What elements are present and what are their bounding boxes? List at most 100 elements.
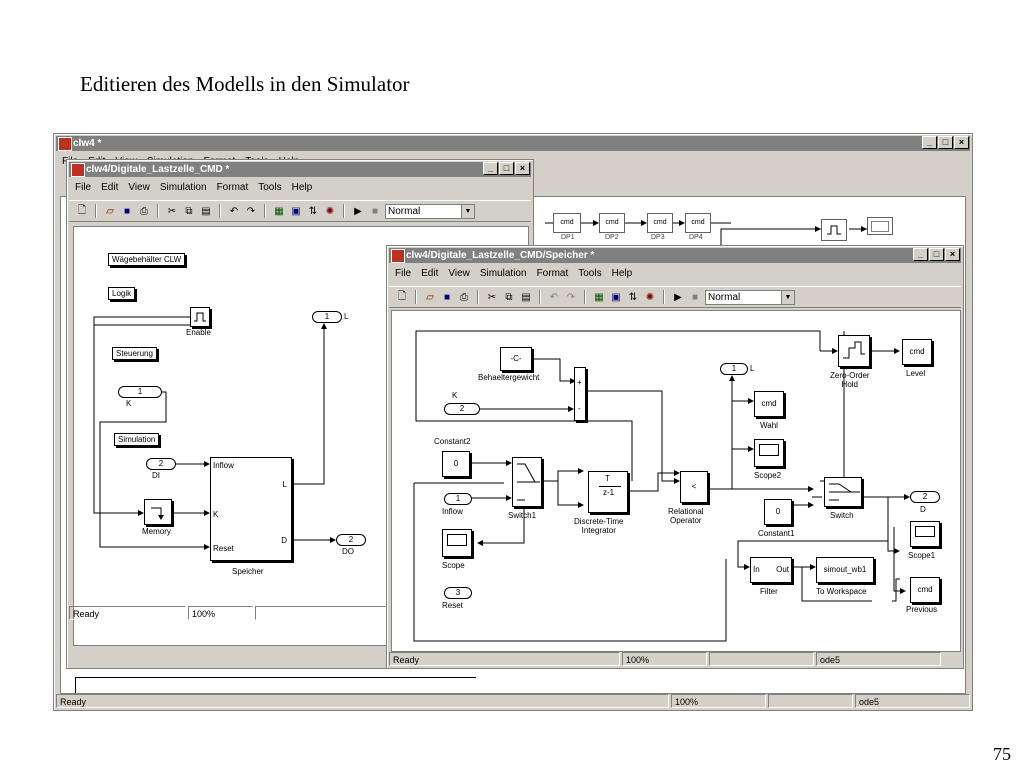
dp4-block[interactable]: cmd xyxy=(685,213,711,233)
menu-file[interactable]: File xyxy=(75,182,92,193)
speicher-subsystem[interactable]: Inflow K Reset L D xyxy=(210,457,292,561)
switch1-block[interactable] xyxy=(512,457,542,507)
menu-help[interactable]: Help xyxy=(611,268,633,279)
to-workspace-block[interactable]: simout_wb1 xyxy=(816,557,874,583)
constant2-block[interactable]: 0 xyxy=(442,451,470,477)
undo-icon[interactable]: ↶ xyxy=(229,205,239,217)
paste-icon[interactable]: ▤ xyxy=(521,291,531,303)
menu-simulation[interactable]: Simulation xyxy=(159,182,207,193)
open-folder-icon[interactable]: ▱ xyxy=(106,205,114,217)
level-block[interactable]: cmd xyxy=(902,339,932,365)
constant-c-block[interactable]: -C- xyxy=(500,347,532,371)
outport-do[interactable]: 2 xyxy=(336,534,366,546)
zoh-block[interactable] xyxy=(838,335,870,367)
chevron-down-icon[interactable]: ▼ xyxy=(781,290,794,304)
maximize-button[interactable]: □ xyxy=(929,248,944,261)
library-icon[interactable]: ▦ xyxy=(274,205,284,217)
menu-view[interactable]: View xyxy=(448,268,470,279)
stop-simulation-icon[interactable]: ■ xyxy=(691,291,699,303)
redo-icon[interactable]: ↷ xyxy=(246,205,256,217)
close-button[interactable]: × xyxy=(945,248,960,261)
dp1-block[interactable]: cmd xyxy=(553,213,581,233)
filter-block[interactable]: In Out xyxy=(750,557,792,583)
save-icon[interactable]: ■ xyxy=(123,205,131,217)
chevron-down-icon[interactable]: ▼ xyxy=(461,204,474,218)
scope1-block[interactable] xyxy=(910,521,940,547)
maximize-button[interactable]: □ xyxy=(938,136,953,149)
menu-file[interactable]: File xyxy=(395,268,412,279)
constant1-block[interactable]: 0 xyxy=(764,499,792,525)
print-icon[interactable]: ⎙ xyxy=(140,205,148,217)
paste-icon[interactable]: ▤ xyxy=(201,205,211,217)
zoh-block[interactable] xyxy=(821,219,847,241)
previous-block[interactable]: cmd xyxy=(910,577,940,603)
start-simulation-icon[interactable]: ▶ xyxy=(674,291,682,303)
dp3-block[interactable]: cmd xyxy=(647,213,673,233)
enable-block[interactable] xyxy=(190,307,210,327)
new-file-icon[interactable]: 🗋 xyxy=(77,204,87,216)
mid-status-state: Ready xyxy=(69,606,186,620)
relational-operator-block[interactable]: < xyxy=(680,471,708,503)
inport-k[interactable]: 1 xyxy=(118,386,162,398)
library-icon[interactable]: ▦ xyxy=(594,291,604,303)
mid-window-titlebar[interactable]: clw4/Digitale_Lastzelle_CMD * xyxy=(69,162,531,177)
debug-icon[interactable]: ✺ xyxy=(325,205,335,217)
dp2-block[interactable]: cmd xyxy=(599,213,625,233)
menu-format[interactable]: Format xyxy=(536,268,569,279)
print-icon[interactable]: ⎙ xyxy=(460,291,468,303)
menu-edit[interactable]: Edit xyxy=(101,182,119,193)
front-canvas[interactable]: -C- Behaeltergewicht + - K 2 Constant2 0… xyxy=(391,310,961,652)
cut-icon[interactable]: ✂ xyxy=(167,205,177,217)
go-to-parent-icon[interactable]: ⇅ xyxy=(628,291,638,303)
integrator-block[interactable]: T z-1 xyxy=(588,471,628,513)
scope-block[interactable] xyxy=(442,529,472,557)
annotation-waegebehaelter: Wägebehälter CLW xyxy=(108,253,186,266)
sim-mode-select[interactable]: Normal▼ xyxy=(385,203,475,219)
menu-tools[interactable]: Tools xyxy=(578,268,602,279)
inport-inflow[interactable]: 1 xyxy=(444,493,472,505)
undo-icon[interactable]: ↶ xyxy=(549,291,559,303)
wahl-block[interactable]: cmd xyxy=(754,391,784,417)
model-browser-icon[interactable]: ▣ xyxy=(611,291,621,303)
minimize-button[interactable]: _ xyxy=(922,136,937,149)
menu-view[interactable]: View xyxy=(128,182,150,193)
main-window-titlebar[interactable]: clw4 * xyxy=(56,136,970,151)
stop-simulation-icon[interactable]: ■ xyxy=(371,205,379,217)
outport-l[interactable]: 1 xyxy=(312,311,342,323)
maximize-button[interactable]: □ xyxy=(499,162,514,175)
go-to-parent-icon[interactable]: ⇅ xyxy=(308,205,318,217)
outport-l[interactable]: 1 xyxy=(720,363,748,375)
scope2-block[interactable] xyxy=(754,439,784,467)
outport-d[interactable]: 2 xyxy=(910,491,940,503)
switch-block[interactable] xyxy=(824,477,862,507)
front-window-titlebar[interactable]: clw4/Digitale_Lastzelle_CMD/Speicher * xyxy=(389,248,961,263)
main-statusbar: Ready 100% ode5 xyxy=(56,694,970,708)
inport-k[interactable]: 2 xyxy=(444,403,480,415)
memory-block[interactable] xyxy=(144,499,172,525)
copy-icon[interactable]: ⧉ xyxy=(185,205,193,217)
cut-icon[interactable]: ✂ xyxy=(487,291,497,303)
menu-simulation[interactable]: Simulation xyxy=(479,268,527,279)
inport-reset[interactable]: 3 xyxy=(444,587,472,599)
menu-tools[interactable]: Tools xyxy=(258,182,282,193)
close-button[interactable]: × xyxy=(515,162,530,175)
minimize-button[interactable]: _ xyxy=(483,162,498,175)
separator xyxy=(343,204,345,218)
sim-mode-select[interactable]: Normal▼ xyxy=(705,289,795,305)
scope-block[interactable] xyxy=(867,217,893,235)
model-browser-icon[interactable]: ▣ xyxy=(291,205,301,217)
menu-help[interactable]: Help xyxy=(291,182,313,193)
redo-icon[interactable]: ↷ xyxy=(566,291,576,303)
open-folder-icon[interactable]: ▱ xyxy=(426,291,434,303)
copy-icon[interactable]: ⧉ xyxy=(505,291,513,303)
close-button[interactable]: × xyxy=(954,136,969,149)
start-simulation-icon[interactable]: ▶ xyxy=(354,205,362,217)
menu-edit[interactable]: Edit xyxy=(421,268,439,279)
save-icon[interactable]: ■ xyxy=(443,291,451,303)
inport-di[interactable]: 2 xyxy=(146,458,176,470)
menu-format[interactable]: Format xyxy=(216,182,249,193)
debug-icon[interactable]: ✺ xyxy=(645,291,655,303)
sum-block[interactable]: + - xyxy=(574,367,586,421)
new-file-icon[interactable]: 🗋 xyxy=(397,290,407,302)
minimize-button[interactable]: _ xyxy=(913,248,928,261)
